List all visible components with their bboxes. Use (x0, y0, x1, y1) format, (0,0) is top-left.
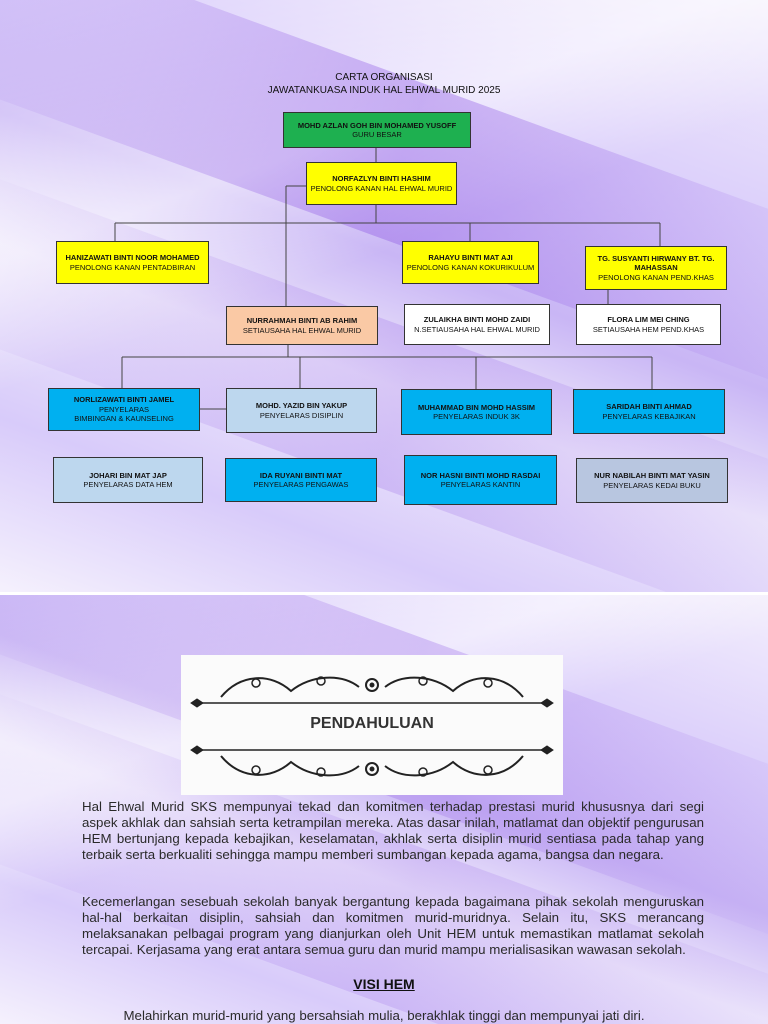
node-name: FLORA LIM MEI CHING (607, 315, 690, 325)
node-role: PENYELARAS DISIPLIN (259, 410, 344, 420)
node-pk-pentadbiran: HANIZAWATI BINTI NOOR MOHAMED PENOLONG K… (56, 241, 209, 284)
visi-text: Melahirkan murid-murid yang bersahsiah m… (123, 1008, 645, 1023)
node-role: PENYELARAS DATA HEM (83, 480, 173, 489)
node-role: PENOLONG KANAN HAL EHWAL MURID (310, 183, 453, 193)
pendahuluan-banner: PENDAHULUAN (181, 655, 563, 795)
node-name: NURRAHMAH BINTI AB RAHIM (246, 316, 358, 326)
page-divider (0, 592, 768, 595)
node-role: PENYELARAS PENGAWAS (253, 480, 349, 489)
node-role: PENOLONG KANAN KOKURIKULUM (406, 262, 535, 272)
node-setiausaha: NURRAHMAH BINTI AB RAHIM SETIAUSAHA HAL … (226, 306, 378, 345)
node-name: RAHAYU BINTI MAT AJI (428, 253, 513, 263)
node-pk-pendkhas: TG. SUSYANTI HIRWANY BT. TG. MAHASSAN PE… (585, 246, 727, 290)
node-name: IDA RUYANI BINTI MAT (259, 470, 343, 480)
node-pk-kokurikulum: RAHAYU BINTI MAT AJI PENOLONG KANAN KOKU… (402, 241, 539, 284)
node-role: SETIAUSAHA HAL EHWAL MURID (242, 325, 362, 335)
node-role: PENYELARAS INDUK 3K (433, 412, 520, 421)
node-name: NORFAZLYN BINTI HASHIM (332, 174, 431, 184)
node-name: MOHD AZLAN GOH BIN MOHAMED YUSOFF (297, 120, 457, 130)
node-role: N.SETIAUSAHA HAL EHWAL MURID (414, 324, 540, 334)
node-role: GURU BESAR (352, 130, 402, 139)
node-data-hem: JOHARI BIN MAT JAP PENYELARAS DATA HEM (53, 457, 203, 503)
node-role: PENYELARAS KEDAI BUKU (603, 480, 701, 490)
node-name: SARIDAH BINTI AHMAD (606, 402, 692, 412)
node-role: PENYELARAS KEBAJIKAN (602, 411, 696, 421)
node-bimbingan-kaunseling: NORLIZAWATI BINTI JAMEL PENYELARAS BIMBI… (48, 388, 200, 431)
node-name: NORLIZAWATI BINTI JAMEL (73, 395, 175, 405)
node-role: SETIAUSAHA HEM PEND.KHAS (592, 324, 705, 334)
node-name: ZULAIKHA BINTI MOHD ZAIDI (423, 315, 531, 325)
chart-title-line1: CARTA ORGANISASI (335, 72, 433, 83)
node-kebajikan: SARIDAH BINTI AHMAD PENYELARAS KEBAJIKAN (573, 389, 725, 434)
node-name: MUHAMMAD BIN MOHD HASSIM (417, 402, 536, 412)
node-name: NOR HASNI BINTI MOHD RASDAI (420, 470, 541, 480)
node-kedai-buku: NUR NABILAH BINTI MAT YASIN PENYELARAS K… (576, 458, 728, 503)
node-setiausaha-pendkhas: FLORA LIM MEI CHING SETIAUSAHA HEM PEND.… (576, 304, 721, 345)
node-name: JOHARI BIN MAT JAP (89, 470, 167, 480)
org-chart-connectors (114, 148, 661, 410)
node-name: HANIZAWATI BINTI NOOR MOHAMED (65, 253, 200, 263)
ornament-border (190, 676, 554, 777)
pendahuluan-heading: PENDAHULUAN (310, 715, 434, 732)
pendahuluan-paragraph-2: Kecemerlangan sesebuah sekolah banyak be… (82, 894, 704, 957)
node-role: PENYELARAS KANTIN (440, 480, 521, 489)
node-role: PENOLONG KANAN PEND.KHAS (598, 272, 714, 282)
chart-title-line2: JAWATANKUASA INDUK HAL EHWAL MURID 2025 (267, 85, 501, 96)
node-induk-3k: MUHAMMAD BIN MOHD HASSIM PENYELARAS INDU… (401, 389, 552, 435)
node-role: PENYELARAS (98, 404, 150, 414)
node-pk-hem: NORFAZLYN BINTI HASHIM PENOLONG KANAN HA… (306, 162, 457, 205)
node-pengawas: IDA RUYANI BINTI MAT PENYELARAS PENGAWAS (225, 458, 377, 502)
node-name: TG. SUSYANTI HIRWANY BT. TG. MAHASSAN (597, 253, 715, 273)
node-n-setiausaha: ZULAIKHA BINTI MOHD ZAIDI N.SETIAUSAHA H… (404, 304, 550, 345)
visi-heading: VISI HEM (353, 976, 415, 992)
pendahuluan-paragraph-1: Hal Ehwal Murid SKS mempunyai tekad dan … (82, 799, 704, 862)
node-name: NUR NABILAH BINTI MAT YASIN (594, 471, 710, 481)
node-name: MOHD. YAZID BIN YAKUP (255, 401, 348, 411)
node-kantin: NOR HASNI BINTI MOHD RASDAI PENYELARAS K… (404, 455, 557, 505)
node-role-line2: BIMBINGAN & KAUNSELING (74, 414, 174, 424)
node-disiplin: MOHD. YAZID BIN YAKUP PENYELARAS DISIPLI… (226, 388, 377, 433)
node-guru-besar: MOHD AZLAN GOH BIN MOHAMED YUSOFF GURU B… (283, 112, 471, 148)
node-role: PENOLONG KANAN PENTADBIRAN (69, 262, 196, 272)
